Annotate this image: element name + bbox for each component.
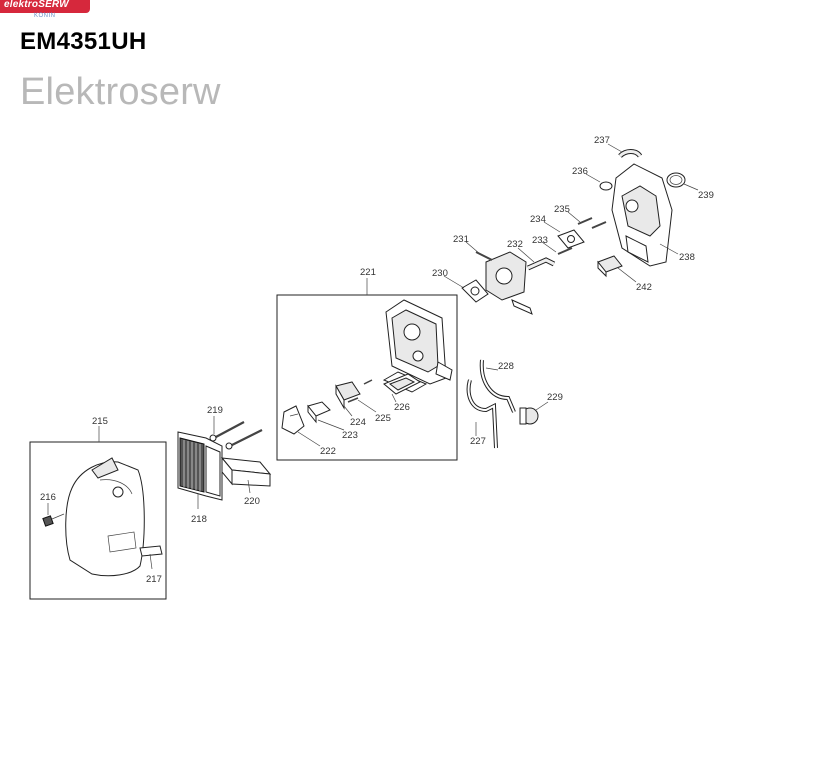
part-label: 237: [594, 135, 610, 146]
fuel-pipe-227: [466, 379, 498, 449]
o-ring-239: [666, 172, 686, 188]
elektroserw-logo: elektroSERW KONIN: [0, 0, 92, 22]
bolt-216: [42, 513, 65, 527]
part-label: 223: [342, 430, 358, 441]
gasket-234: [557, 229, 585, 249]
part-label: 230: [432, 268, 448, 279]
spacer-223: [307, 401, 331, 424]
bolt-233: [557, 247, 573, 255]
logo-subtext: KONIN: [34, 13, 56, 19]
model-title: EM4351UH: [20, 28, 147, 55]
part-label: 221: [360, 267, 376, 278]
part-label: 228: [498, 361, 514, 372]
gasket-222: [281, 405, 305, 435]
part-label: 219: [207, 405, 223, 416]
sponge-217: [139, 545, 163, 557]
leader-lines: [47, 143, 699, 570]
air-cleaner-cover: [65, 457, 145, 577]
gasket-230: [461, 279, 489, 303]
logo-text: elektroSERW: [4, 0, 69, 10]
screw-235: [577, 217, 607, 229]
grommet-236: [599, 181, 613, 191]
hose-237: [618, 149, 643, 158]
housing-238: [611, 163, 673, 267]
air-cleaner-base: [382, 299, 453, 393]
fuel-pipe-228: [479, 359, 516, 413]
part-label: 229: [547, 392, 563, 403]
part-label: 233: [532, 235, 548, 246]
part-label: 225: [375, 413, 391, 424]
filter-sponge-220: [220, 456, 272, 487]
screw-225: [347, 379, 373, 403]
part-label: 217: [146, 574, 162, 585]
part-label: 226: [394, 402, 410, 413]
switch-242: [597, 255, 623, 278]
part-label: 215: [92, 416, 108, 427]
part-label: 216: [40, 492, 56, 503]
joint-232: [526, 257, 556, 271]
part-label: 234: [530, 214, 546, 225]
part-label: 218: [191, 514, 207, 525]
bracket-224: [335, 381, 361, 410]
bolts-219: [209, 421, 263, 450]
air-filter-element: [177, 431, 223, 501]
part-label: 239: [698, 190, 714, 201]
part-label: 236: [572, 166, 588, 177]
primer-pump-229: [519, 407, 539, 425]
carburetor-231: [475, 251, 533, 315]
part-label: 235: [554, 204, 570, 215]
part-label: 238: [679, 252, 695, 263]
part-label: 222: [320, 446, 336, 457]
part-label: 242: [636, 282, 652, 293]
part-label: 227: [470, 436, 486, 447]
part-label: 232: [507, 239, 523, 250]
logo-badge: elektroSERW: [0, 0, 90, 13]
part-label: 231: [453, 234, 469, 245]
brand-subtitle: Elektroserw: [20, 71, 221, 113]
gasket-226: [383, 373, 421, 395]
group-frame-215: [29, 441, 167, 600]
part-label: 220: [244, 496, 260, 507]
part-label: 224: [350, 417, 366, 428]
